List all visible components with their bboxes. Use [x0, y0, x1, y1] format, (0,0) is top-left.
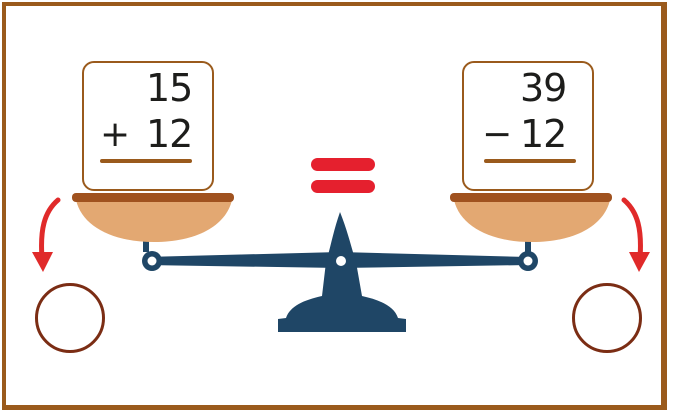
right-operator: −: [482, 114, 512, 155]
equals-sign-icon: [311, 158, 375, 193]
right-top-number: 39: [520, 66, 567, 110]
left-equation-card: 15 + 12: [82, 61, 214, 191]
left-answer-circle[interactable]: [35, 283, 105, 353]
left-bottom-number: 12: [146, 112, 193, 156]
left-top-number: 15: [146, 66, 193, 110]
right-equation-card: 39 − 12: [462, 61, 594, 191]
left-pan-rim: [72, 193, 234, 202]
right-bottom-number: 12: [520, 112, 567, 156]
right-pan-rim: [450, 193, 612, 202]
left-answer-line: [100, 159, 192, 163]
right-pan: [454, 200, 610, 242]
scale-stand: [278, 212, 406, 332]
right-answer-line: [484, 159, 576, 163]
center-pivot: [336, 256, 346, 266]
left-operator: +: [100, 114, 130, 155]
left-pan: [76, 200, 232, 242]
right-answer-circle[interactable]: [572, 283, 642, 353]
left-red-arrow-icon: [32, 197, 61, 272]
right-red-arrow-icon: [621, 197, 650, 272]
